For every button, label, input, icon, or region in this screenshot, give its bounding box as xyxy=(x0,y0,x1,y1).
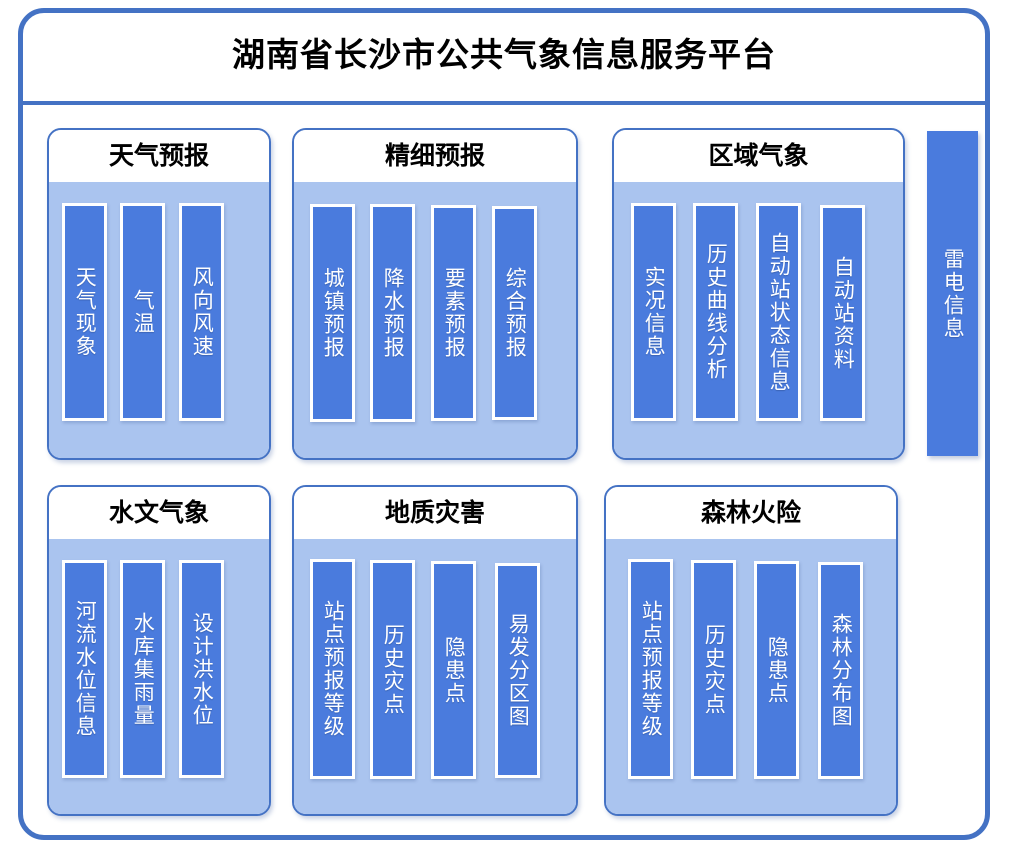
item-label: 隐患点 xyxy=(765,635,789,705)
item-bar[interactable]: 天气现象 xyxy=(62,203,107,421)
page-title: 湖南省长沙市公共气象信息服务平台 xyxy=(232,36,776,73)
item-label: 隐患点 xyxy=(442,635,466,705)
item-bar[interactable]: 自动站状态信息 xyxy=(756,203,801,421)
item-bar[interactable]: 易发分区图 xyxy=(495,563,540,778)
group-body: 实况信息 历史曲线分析 自动站状态信息 自动站资料 xyxy=(614,182,903,458)
item-bar[interactable]: 站点预报等级 xyxy=(628,559,673,779)
item-bar[interactable]: 隐患点 xyxy=(431,561,476,779)
group-panel-hydrological-meteorology[interactable]: 水文气象 河流水位信息 水库集雨量 设计洪水位 xyxy=(47,485,271,816)
group-panel-geological-hazards[interactable]: 地质灾害 站点预报等级 历史灾点 隐患点 易发分区图 xyxy=(292,485,578,816)
item-label: 历史曲线分析 xyxy=(704,243,728,381)
item-label: 历史灾点 xyxy=(702,623,726,716)
item-bar[interactable]: 自动站资料 xyxy=(820,205,865,421)
item-bar[interactable]: 森林分布图 xyxy=(818,562,863,779)
group-items: 站点预报等级 历史灾点 隐患点 森林分布图 xyxy=(606,539,896,814)
group-items: 城镇预报 降水预报 要素预报 综合预报 xyxy=(294,182,576,458)
group-panel-regional-meteorology[interactable]: 区域气象 实况信息 历史曲线分析 自动站状态信息 自动站资料 xyxy=(612,128,905,460)
group-title: 水文气象 xyxy=(108,498,209,527)
item-bar[interactable]: 历史灾点 xyxy=(691,560,736,779)
group-header: 精细预报 xyxy=(294,130,576,182)
item-bar[interactable]: 水库集雨量 xyxy=(120,560,165,778)
item-label: 河流水位信息 xyxy=(73,600,97,738)
item-bar[interactable]: 隐患点 xyxy=(754,561,799,779)
group-body: 站点预报等级 历史灾点 隐患点 森林分布图 xyxy=(606,539,896,814)
item-label: 要素预报 xyxy=(442,267,466,359)
item-bar[interactable]: 实况信息 xyxy=(631,203,676,421)
group-header: 森林火险 xyxy=(606,487,896,539)
group-panel-forest-fire-risk[interactable]: 森林火险 站点预报等级 历史灾点 隐患点 森林分布图 xyxy=(604,485,898,816)
group-header: 水文气象 xyxy=(49,487,269,539)
item-label: 历史灾点 xyxy=(381,623,405,716)
group-title: 天气预报 xyxy=(108,141,209,170)
item-bar[interactable]: 降水预报 xyxy=(370,204,415,422)
item-bar[interactable]: 要素预报 xyxy=(431,205,476,421)
item-bar[interactable]: 历史曲线分析 xyxy=(693,203,738,421)
group-header: 地质灾害 xyxy=(294,487,576,539)
group-body: 天气现象 气温 风向风速 xyxy=(49,182,269,458)
item-bar[interactable]: 综合预报 xyxy=(492,206,537,420)
group-title: 区域气象 xyxy=(708,141,809,170)
group-body: 河流水位信息 水库集雨量 设计洪水位 xyxy=(49,539,269,814)
group-body: 站点预报等级 历史灾点 隐患点 易发分区图 xyxy=(294,539,576,814)
item-bar[interactable]: 城镇预报 xyxy=(310,204,355,422)
group-panel-refined-forecast[interactable]: 精细预报 城镇预报 降水预报 要素预报 综合预报 xyxy=(292,128,578,460)
item-label: 实况信息 xyxy=(642,266,666,358)
item-label: 自动站状态信息 xyxy=(767,231,791,393)
item-label: 易发分区图 xyxy=(506,613,530,728)
group-title: 森林火险 xyxy=(700,498,801,527)
item-label: 站点预报等级 xyxy=(321,600,345,738)
group-header: 天气预报 xyxy=(49,130,269,182)
group-items: 实况信息 历史曲线分析 自动站状态信息 自动站资料 xyxy=(614,182,903,458)
item-label: 自动站资料 xyxy=(831,255,855,371)
item-label: 水库集雨量 xyxy=(131,611,155,727)
item-bar[interactable]: 河流水位信息 xyxy=(62,560,107,778)
item-bar[interactable]: 风向风速 xyxy=(179,203,224,421)
item-bar[interactable]: 设计洪水位 xyxy=(179,560,224,778)
item-label: 综合预报 xyxy=(503,267,527,359)
item-label: 森林分布图 xyxy=(829,613,853,728)
group-items: 天气现象 气温 风向风速 xyxy=(49,182,269,458)
platform-title-bar: 湖南省长沙市公共气象信息服务平台 xyxy=(18,8,990,105)
item-label: 城镇预报 xyxy=(321,267,345,359)
item-bar[interactable]: 气温 xyxy=(120,203,165,421)
item-bar[interactable]: 站点预报等级 xyxy=(310,559,355,779)
group-items: 站点预报等级 历史灾点 隐患点 易发分区图 xyxy=(294,539,576,814)
side-bar-lightning-info[interactable]: 雷电信息 xyxy=(927,131,978,456)
item-label: 风向风速 xyxy=(190,266,214,358)
group-header: 区域气象 xyxy=(614,130,903,182)
item-label: 天气现象 xyxy=(73,266,97,358)
item-label: 气温 xyxy=(131,289,155,335)
group-title: 地质灾害 xyxy=(384,498,485,527)
side-bar-label: 雷电信息 xyxy=(941,247,965,340)
group-items: 河流水位信息 水库集雨量 设计洪水位 xyxy=(49,539,269,814)
item-label: 站点预报等级 xyxy=(639,600,663,738)
group-body: 城镇预报 降水预报 要素预报 综合预报 xyxy=(294,182,576,458)
group-panel-weather-forecast[interactable]: 天气预报 天气现象 气温 风向风速 xyxy=(47,128,271,460)
item-label: 降水预报 xyxy=(381,267,405,359)
item-bar[interactable]: 历史灾点 xyxy=(370,560,415,779)
group-title: 精细预报 xyxy=(384,141,485,170)
item-label: 设计洪水位 xyxy=(190,611,214,727)
